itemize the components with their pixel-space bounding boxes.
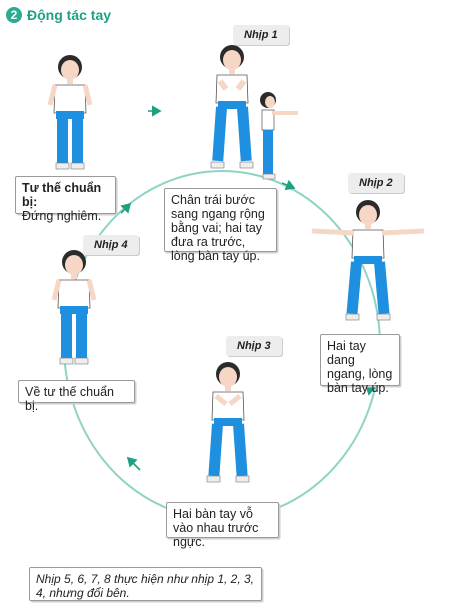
step2-label: Nhịp 2 (348, 173, 404, 193)
figure-step1-side (260, 92, 298, 180)
figure-step4 (51, 250, 97, 365)
section-title: Động tác tay (27, 7, 112, 23)
start-box: Tư thế chuẩn bị: Đứng nghiêm. (15, 176, 116, 223)
step1-label: Nhịp 1 (233, 25, 289, 45)
step4-text: Về tư thế chuẩn bị. (25, 385, 114, 413)
step2-text: Hai tay dang ngang, lòng bàn tay úp. (327, 339, 393, 395)
step4-label: Nhịp 4 (83, 235, 139, 255)
step3-text: Hai bàn tay vỗ vào nhau trước ngực. (173, 507, 259, 549)
note-box: Nhịp 5, 6, 7, 8 thực hiện như nhịp 1, 2,… (29, 567, 262, 601)
start-text: Đứng nghiêm. (22, 209, 102, 223)
figure-step1 (210, 45, 254, 169)
figure-start (47, 55, 93, 170)
step4-box: Về tư thế chuẩn bị. (18, 380, 135, 413)
step3-box: Hai bàn tay vỗ vào nhau trước ngực. (166, 502, 279, 549)
step1-text: Chân trái bước sang ngang rộng bằng vai;… (171, 193, 265, 263)
cycle-arrow-1 (281, 179, 296, 191)
start-heading: Tư thế chuẩn bị: (22, 181, 102, 209)
section-number-badge: 2 (6, 7, 22, 23)
note-text: Nhịp 5, 6, 7, 8 thực hiện như nhịp 1, 2,… (36, 572, 255, 600)
figure-step3 (206, 362, 250, 483)
step1-box: Chân trái bước sang ngang rộng bằng vai;… (164, 188, 277, 263)
cycle-arrow-3 (126, 456, 141, 471)
step2-box: Hai tay dang ngang, lòng bàn tay úp. (320, 334, 400, 395)
step3-label: Nhịp 3 (226, 336, 282, 356)
cycle-arrow-4 (120, 202, 132, 214)
figure-step2 (311, 200, 425, 321)
